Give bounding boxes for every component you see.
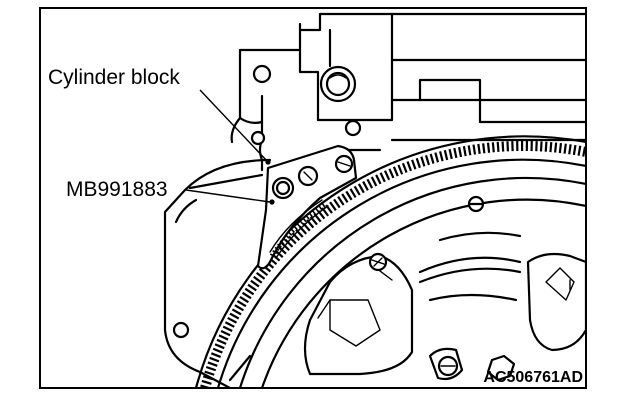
housing-outline	[163, 158, 272, 387]
drive-plate-windows	[228, 231, 585, 382]
label-cylinder-block: Cylinder block	[48, 66, 180, 89]
leader-line-tool	[185, 189, 271, 203]
flywheel-ring-gear	[195, 135, 585, 387]
label-tool-mb991883: MB991883	[66, 178, 168, 201]
cylinder-block-casting	[230, 12, 585, 172]
leader-line-cylinder-block	[199, 89, 269, 163]
figure-code: AC506761AD	[483, 369, 583, 386]
flywheel-stopper-tool	[256, 144, 358, 270]
